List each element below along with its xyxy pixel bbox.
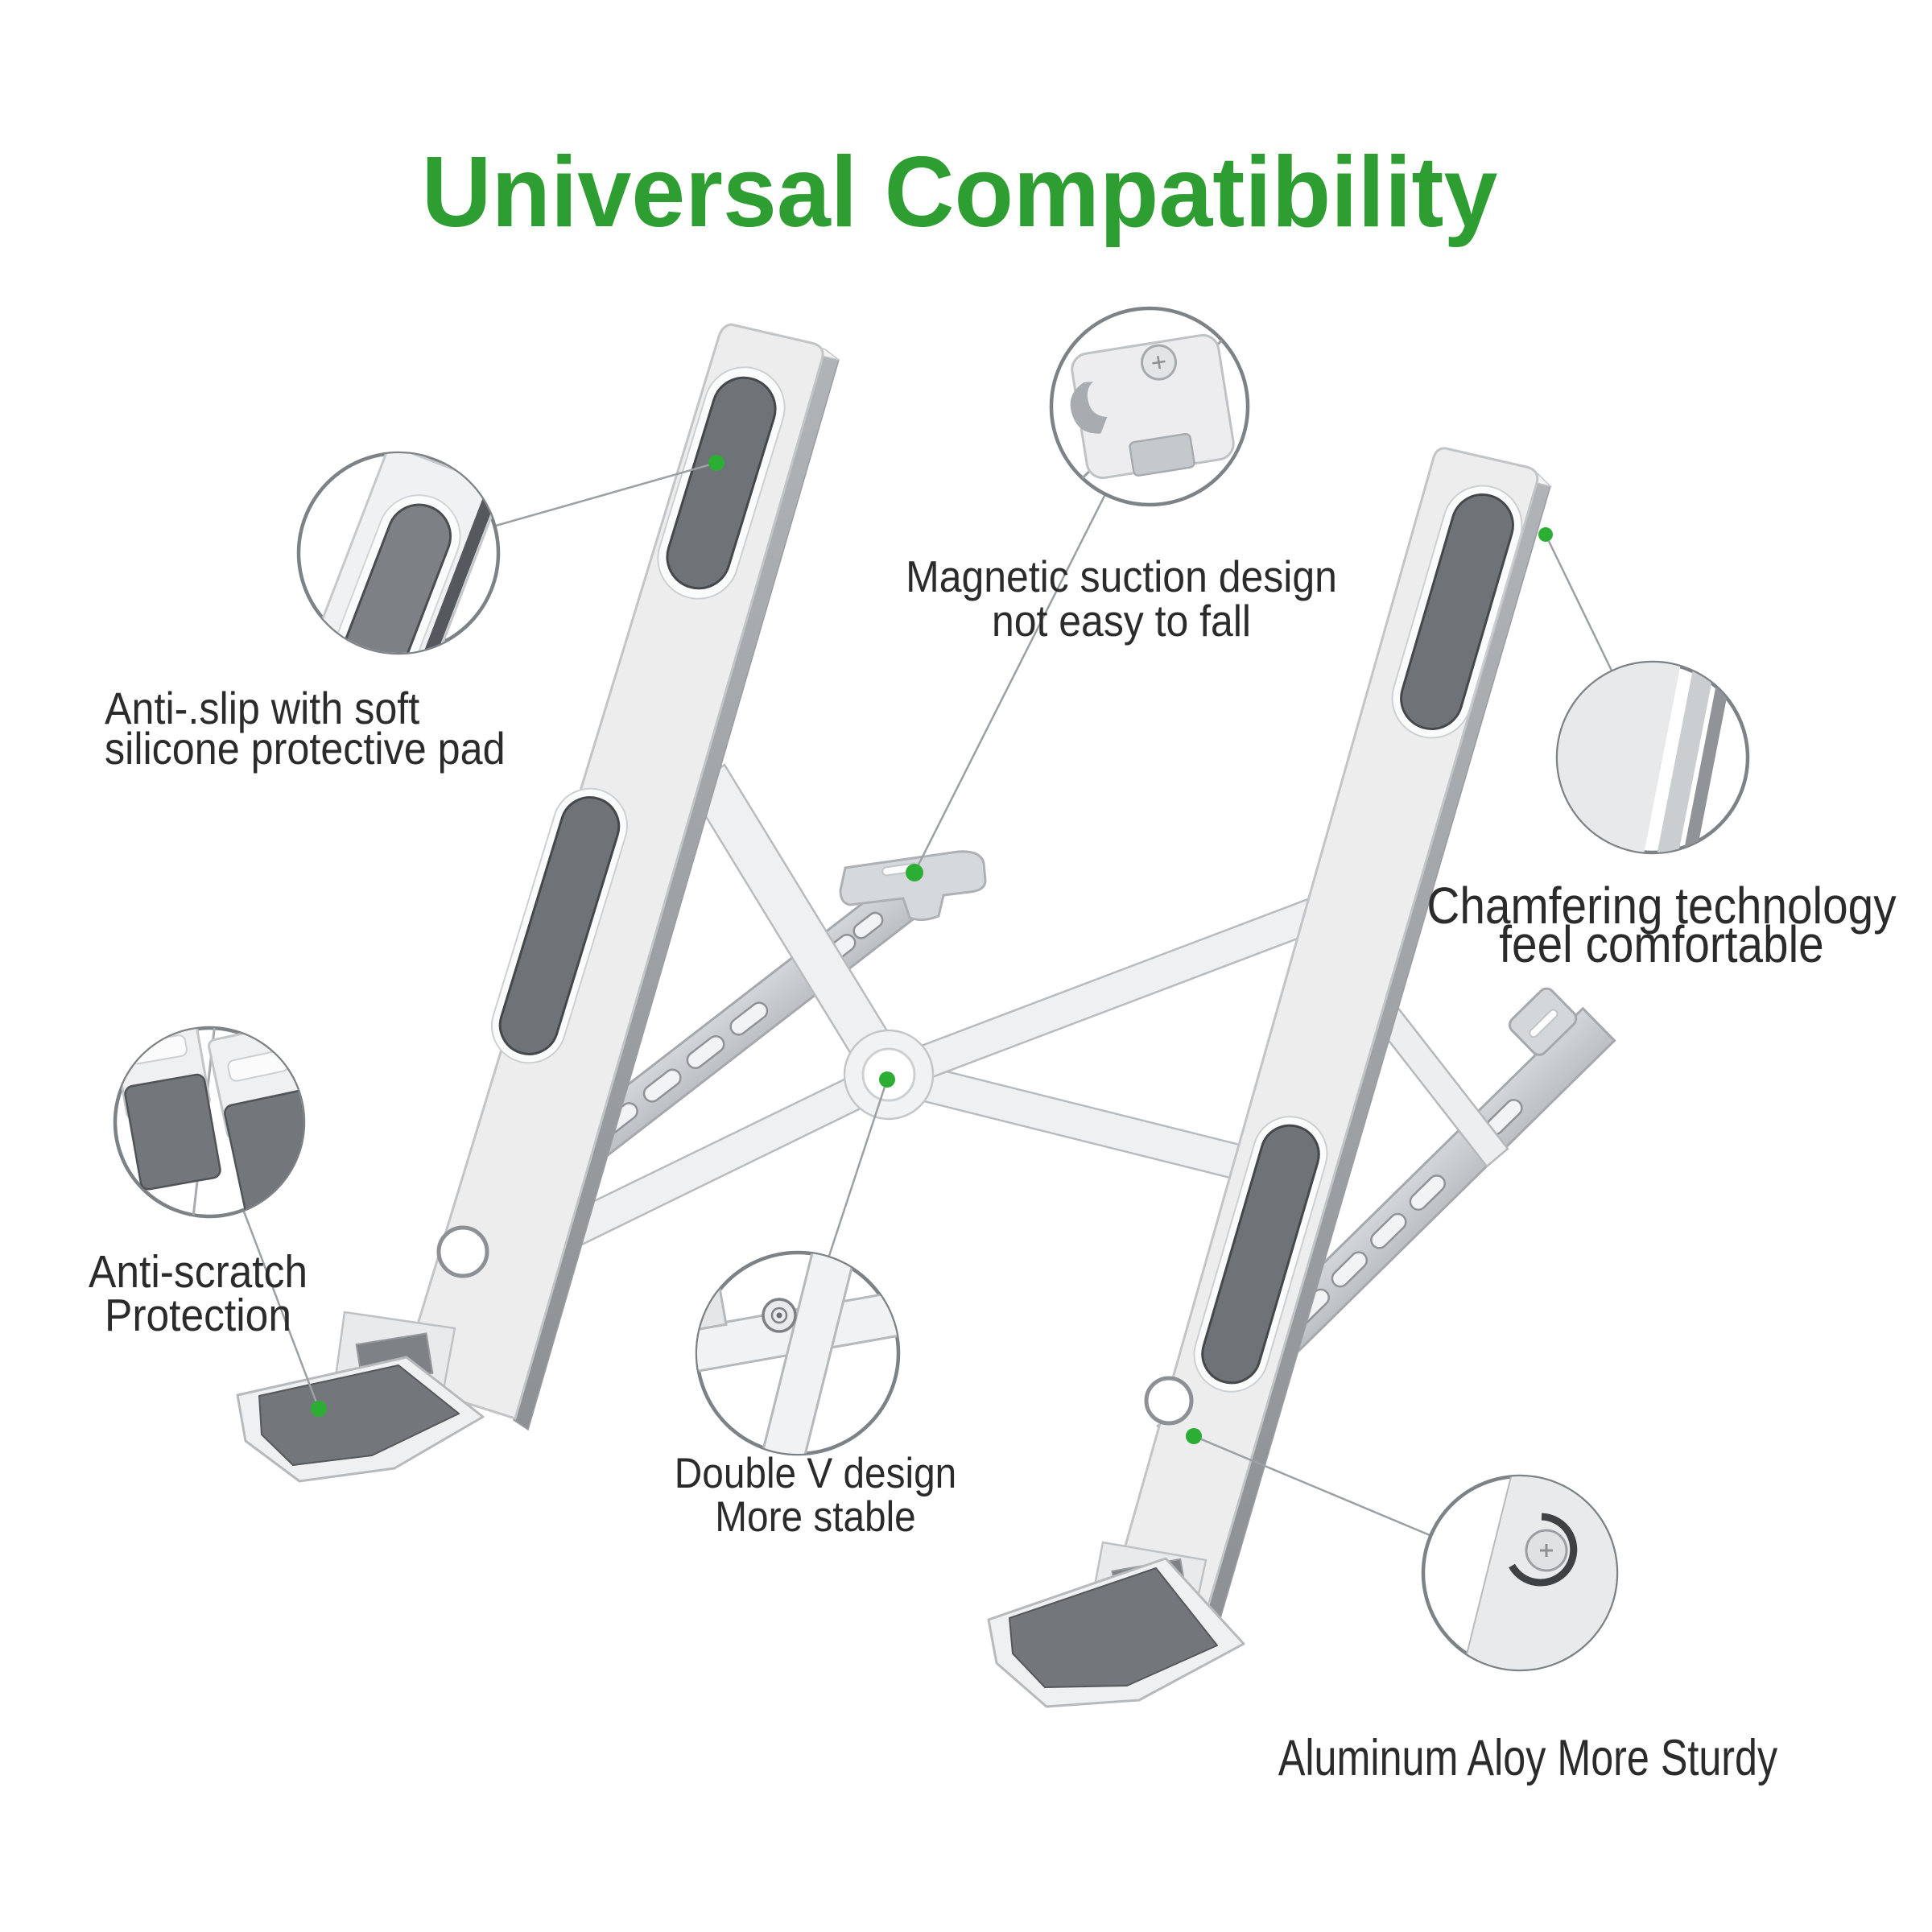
left-arm-hinge-hole bbox=[436, 1225, 489, 1278]
callout-anti-slip-mini-arm bbox=[299, 453, 498, 653]
path-detail-2 bbox=[1509, 1513, 1578, 1587]
rect-detail-26 bbox=[1129, 432, 1195, 477]
rect-detail-31 bbox=[697, 1286, 728, 1336]
stand bbox=[236, 323, 1616, 1708]
leader-line-anti-scratch bbox=[242, 1211, 320, 1410]
label-double-v: Double V design More stable bbox=[674, 1450, 957, 1541]
callout-magnetic-content bbox=[1051, 308, 1248, 505]
leader-line-chamfering bbox=[1544, 534, 1613, 671]
leader-line-aluminum bbox=[1193, 1435, 1430, 1537]
left-arm bbox=[398, 323, 840, 1431]
left-arm-lower-pad bbox=[490, 787, 629, 1064]
leader-line-double-v bbox=[828, 1079, 889, 1257]
target-dot-anti-slip bbox=[708, 455, 724, 471]
callout-aluminum-plate bbox=[1460, 1476, 1616, 1670]
right-arm-side-face bbox=[1205, 475, 1551, 1625]
line-detail-4 bbox=[1157, 356, 1161, 369]
rect-detail-12 bbox=[1370, 1212, 1407, 1249]
page-title: Universal Compatibility bbox=[421, 137, 1498, 248]
path-detail-1 bbox=[1070, 382, 1108, 434]
callout-anti-slip bbox=[296, 451, 501, 655]
rect-detail-4 bbox=[686, 1034, 725, 1070]
right-arm-top-pad bbox=[1391, 485, 1523, 739]
callout-anti-scratch bbox=[113, 1026, 306, 1219]
annotations bbox=[113, 306, 1750, 1672]
leader-line-magnetic bbox=[913, 495, 1106, 873]
callout-magnetic-hook-plate bbox=[1070, 333, 1235, 480]
right-arm bbox=[1110, 447, 1553, 1625]
right-arm-hinge-hole bbox=[1144, 1376, 1194, 1426]
leader-lines bbox=[242, 461, 1613, 1537]
callout-double-v-bar-vertical bbox=[752, 1253, 858, 1454]
leader-line-anti-slip bbox=[495, 461, 717, 527]
callout-magnetic bbox=[1049, 306, 1250, 507]
right-rail-end-slot bbox=[1529, 1009, 1558, 1038]
rect-detail-7 bbox=[852, 911, 884, 939]
rect-detail-3 bbox=[642, 1068, 682, 1103]
right-arm-lower-pad-rubber bbox=[1201, 1124, 1320, 1385]
callout-chamfering bbox=[1555, 660, 1750, 855]
target-dot-magnetic bbox=[906, 864, 923, 881]
rect-detail-13 bbox=[1409, 1174, 1447, 1211]
rect-detail-33 bbox=[1460, 1476, 1616, 1670]
label-anti-slip: Anti-.slip with soft silicone protective… bbox=[105, 683, 506, 774]
rect-detail-5 bbox=[729, 1001, 769, 1036]
rect-detail-21 bbox=[124, 1073, 221, 1191]
target-dots bbox=[311, 455, 1553, 1444]
right-arm-lower-pad bbox=[1193, 1116, 1328, 1393]
left-foot bbox=[236, 1311, 485, 1483]
callout-double-v bbox=[695, 1250, 901, 1456]
target-dot-double-v bbox=[879, 1071, 895, 1088]
rect-detail-28 bbox=[1645, 663, 1724, 852]
callout-anti-scratch-left-foot bbox=[115, 1028, 221, 1191]
mini-arm-edge-shadow bbox=[354, 485, 498, 653]
rect-detail-11 bbox=[1331, 1251, 1368, 1288]
right-arm-top-pad-rubber bbox=[1400, 493, 1514, 730]
target-dot-aluminum bbox=[1186, 1428, 1202, 1444]
right-foot-pad bbox=[1009, 1567, 1218, 1688]
rect-detail-32 bbox=[752, 1253, 858, 1454]
left-arm-top-pad-rubber bbox=[666, 376, 777, 590]
target-dot-anti-scratch bbox=[311, 1401, 327, 1417]
circle-detail-9 bbox=[770, 1307, 788, 1324]
hook-plate bbox=[839, 850, 987, 922]
left-arm-lower-pad-rubber bbox=[498, 796, 621, 1055]
callout-anti-slip-content bbox=[299, 453, 498, 653]
rect-detail-27 bbox=[1558, 663, 1690, 852]
left-arm-top-pad bbox=[657, 366, 786, 600]
circle-detail-10 bbox=[776, 1312, 782, 1319]
right-foot bbox=[987, 1541, 1245, 1708]
label-chamfering: Chamfering technology feel comfortable bbox=[1426, 877, 1897, 973]
callout-aluminum bbox=[1421, 1474, 1619, 1672]
callout-aluminum-content bbox=[1460, 1476, 1616, 1670]
mini-arm-pad bbox=[317, 503, 452, 653]
target-dot-chamfering bbox=[1538, 527, 1553, 542]
label-aluminum: Aluminum Aloy More Sturdy bbox=[1278, 1730, 1778, 1786]
braces bbox=[533, 763, 1509, 1262]
label-magnetic: Magnetic suction design not easy to fall bbox=[906, 551, 1337, 646]
label-anti-scratch: Anti-scratch Protection bbox=[88, 1246, 308, 1341]
left-foot-pad bbox=[258, 1364, 460, 1466]
